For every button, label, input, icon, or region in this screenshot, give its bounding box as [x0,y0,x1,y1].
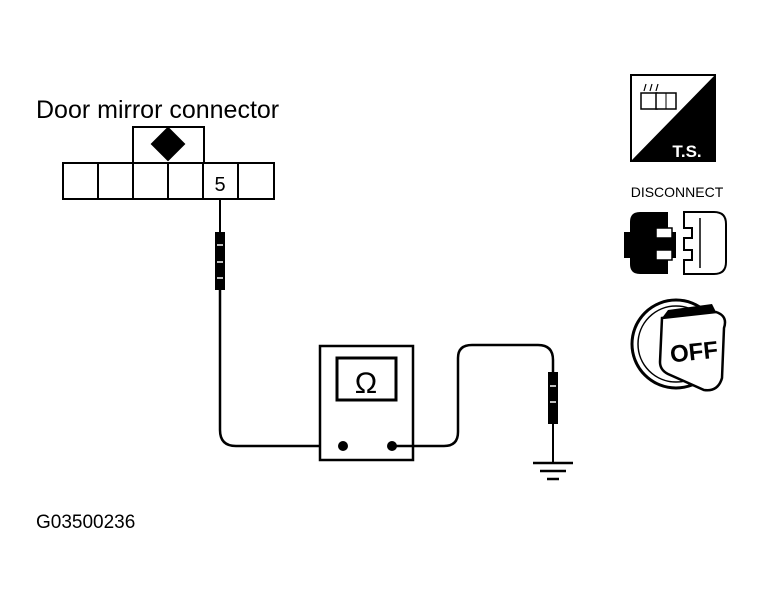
connector-title: Door mirror connector [36,96,279,124]
ground-icon [533,461,573,481]
disconnect-icon [624,211,727,275]
left-lead-wire [218,290,342,448]
disconnect-label: DISCONNECT [631,184,724,200]
terminal-5-label: 5 [214,174,225,196]
ignition-off-label: OFF [669,337,720,369]
right-lead-wire [392,343,555,448]
ohmmeter-terminal-left [338,441,348,451]
ohmmeter [318,344,415,462]
right-test-probe [548,372,558,463]
figure-code: G03500236 [36,512,135,533]
door-mirror-connector [62,126,275,200]
ts-icon [630,74,716,162]
ignition-off-icon [630,298,727,392]
connector-key-diamond-icon [150,126,186,162]
ohm-symbol: Ω [355,367,377,400]
left-test-probe [215,199,225,290]
ohmmeter-display [335,356,398,402]
ts-icon-label: T.S. [672,142,701,161]
ts-connector-icon [640,92,658,110]
